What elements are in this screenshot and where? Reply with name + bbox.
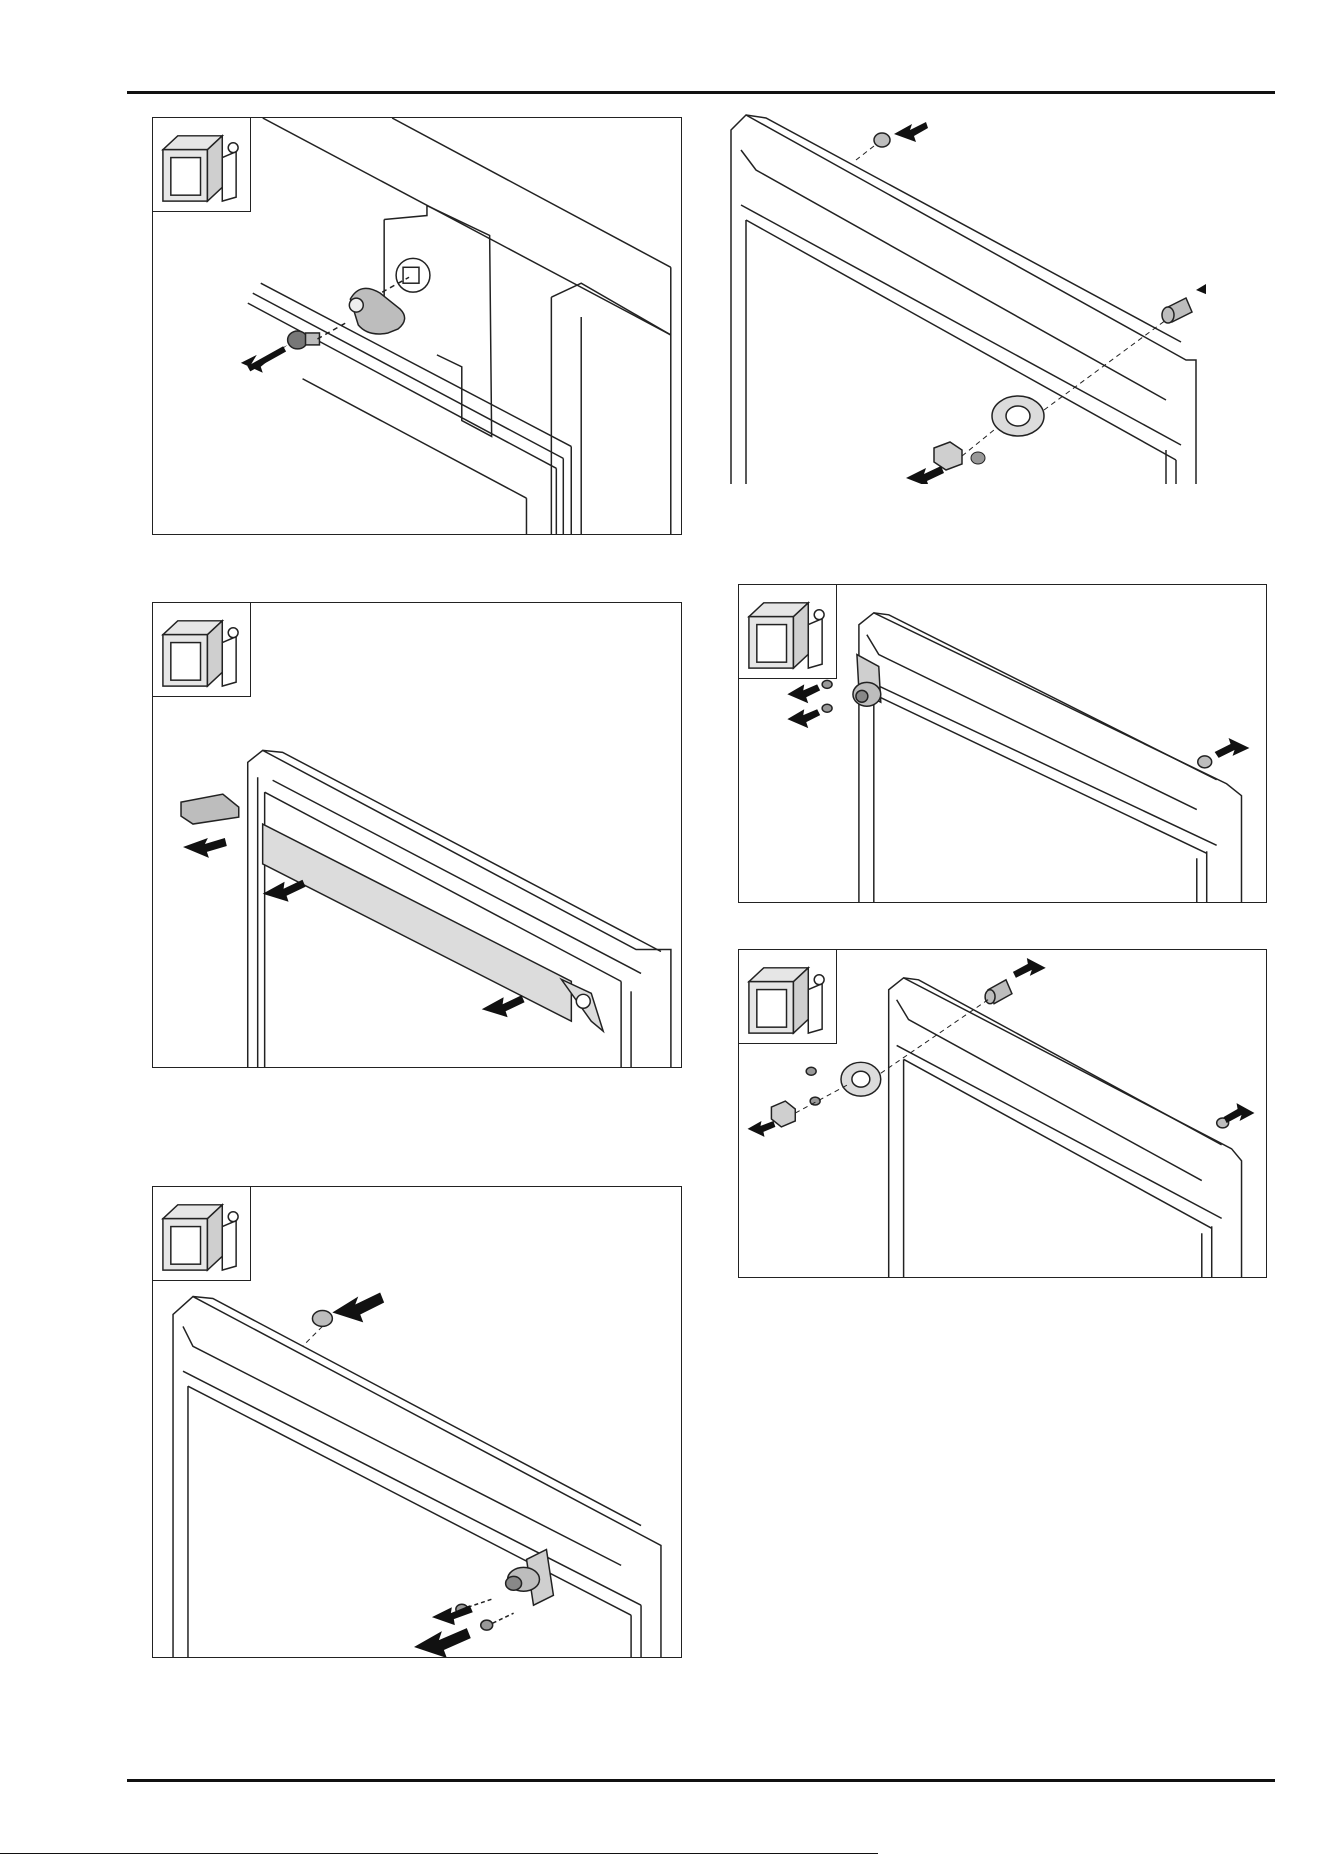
arrow-strip-right	[482, 995, 525, 1017]
appliance-top-view-icon	[153, 118, 250, 211]
hinge-bracket-part	[853, 655, 881, 707]
arrow-ring-out	[894, 122, 928, 142]
arrow-ring-out	[332, 1293, 384, 1323]
illustration-panel-4	[726, 110, 1206, 484]
arrow-pin-out	[1196, 278, 1206, 299]
arrow-ring-in	[1215, 738, 1250, 758]
arrow-nut-in	[748, 1121, 776, 1137]
arrow-ring-in	[1224, 1103, 1255, 1123]
pin-part	[1162, 298, 1192, 323]
appliance-top-view-icon	[739, 585, 836, 678]
ring-part	[874, 133, 890, 147]
arrow-screw-out	[432, 1605, 473, 1625]
arrow-pin-in	[1013, 958, 1046, 978]
hinge-bracket-part	[506, 1549, 554, 1605]
appliance-icon-box	[739, 950, 837, 1044]
top-rule	[127, 91, 1275, 94]
appliance-icon-box	[153, 1187, 251, 1281]
pin-part	[985, 980, 1012, 1004]
arrow-screw-in-2	[787, 709, 820, 728]
appliance-top-view-icon	[153, 1187, 250, 1280]
arrow-screw-in-1	[787, 684, 820, 703]
appliance-top-view-icon	[739, 950, 836, 1043]
bearing-and-pins-removal-drawing	[726, 110, 1206, 484]
ring-part	[1198, 756, 1212, 768]
appliance-icon-box	[739, 585, 837, 679]
end-cap-part	[181, 794, 239, 824]
illustration-panel-3	[152, 1186, 682, 1658]
screws-part	[806, 1067, 820, 1105]
cover-strip-part	[263, 824, 572, 1021]
bottom-rule	[127, 1779, 1275, 1782]
illustration-panel-2	[152, 602, 682, 1068]
appliance-icon-box	[153, 603, 251, 697]
illustration-panel-5	[738, 584, 1267, 903]
nut-part	[771, 1101, 795, 1127]
screw-part	[288, 322, 348, 349]
appliance-icon-box	[153, 118, 251, 212]
arrow-end-cap	[183, 838, 227, 858]
arrow-strip-left	[263, 880, 306, 902]
appliance-top-view-icon	[153, 603, 250, 696]
arrow-bracket-out	[414, 1628, 471, 1657]
illustration-panel-6	[738, 949, 1267, 1278]
bearing-part	[841, 1062, 881, 1096]
ring-part	[312, 1310, 332, 1326]
footer-rule	[0, 1853, 878, 1854]
bearing-part	[992, 396, 1044, 436]
arrow-nut-out	[906, 466, 944, 484]
nut-part	[934, 442, 962, 470]
illustration-panel-1	[152, 117, 682, 535]
screws-part	[822, 680, 832, 712]
